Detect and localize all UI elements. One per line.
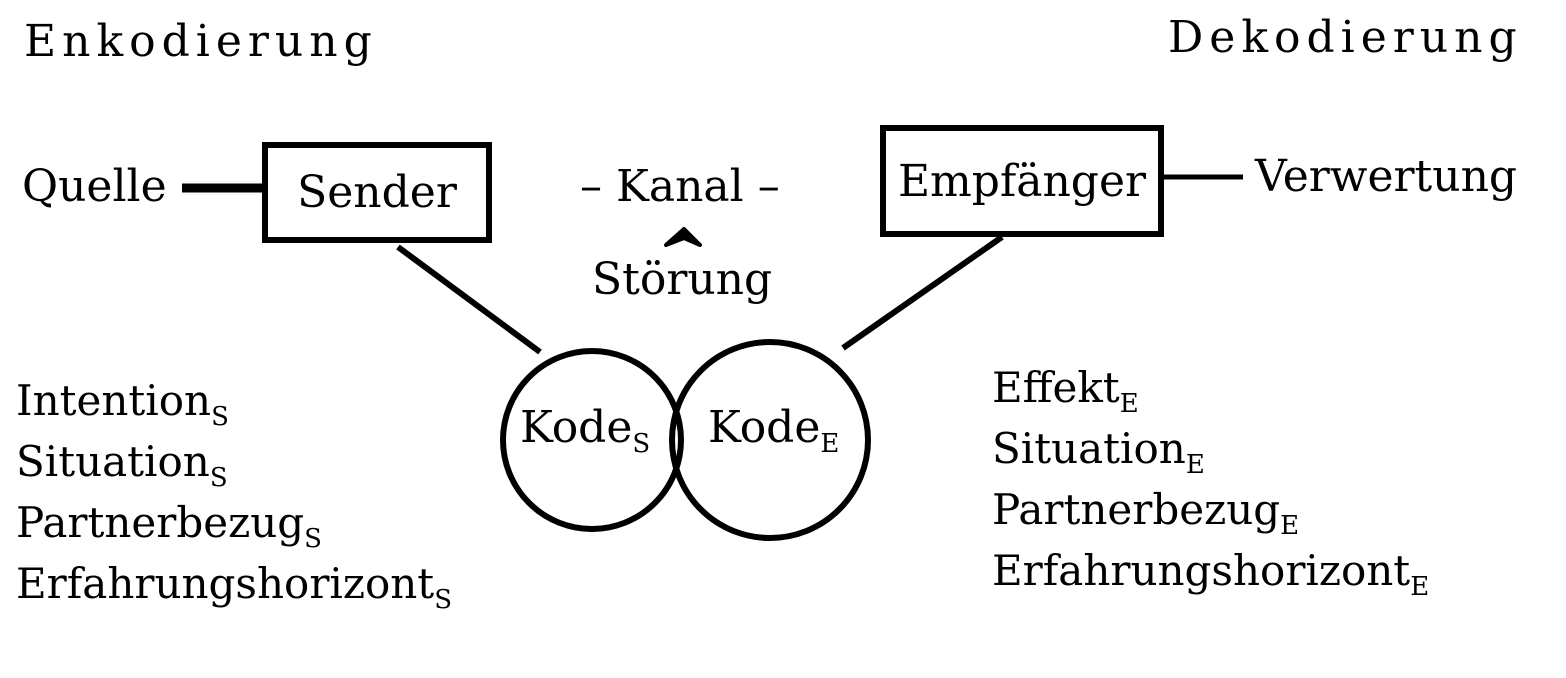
encoding-heading: Enkodierung <box>24 16 378 67</box>
receiver-factors-list: EffektE SituationE PartnerbezugE Erfahru… <box>992 357 1429 601</box>
decoding-heading: Dekodierung <box>1168 12 1523 63</box>
receiver-code-line <box>841 234 1004 351</box>
sender-box: Sender <box>262 142 492 243</box>
sender-factor-item: SituationS <box>16 437 228 493</box>
sender-code-label: KodeS <box>520 402 651 459</box>
sender-factor-item: IntentionS <box>16 376 229 432</box>
sender-factor-item: PartnerbezugS <box>16 498 322 554</box>
receiver-factor-item: SituationE <box>992 424 1205 480</box>
sender-factor-item: ErfahrungshorizontS <box>16 559 452 615</box>
sender-factors-list: IntentionS SituationS PartnerbezugS Erfa… <box>16 370 452 614</box>
receiver-factor-item: EffektE <box>992 363 1139 419</box>
sender-code-circle <box>500 348 684 532</box>
receiver-code-circle <box>669 339 871 541</box>
interference-arrow <box>664 227 702 247</box>
receiver-code-label: KodeE <box>708 402 840 459</box>
sender-code-subscript: S <box>632 429 651 459</box>
sender-label: Sender <box>297 167 457 218</box>
receiver-box: Empfänger <box>880 125 1164 237</box>
source-label: Quelle <box>22 161 167 212</box>
receiver-code-subscript: E <box>820 429 840 459</box>
receiver-label: Empfänger <box>897 155 1147 207</box>
channel-label: – Kanal – <box>580 161 780 212</box>
utilization-label: Verwertung <box>1255 151 1518 202</box>
receiver-factor-item: ErfahrungshorizontE <box>992 546 1430 602</box>
receiver-factor-item: PartnerbezugE <box>992 485 1300 541</box>
interference-label: Störung <box>592 254 773 305</box>
sender-code-line <box>396 244 542 355</box>
